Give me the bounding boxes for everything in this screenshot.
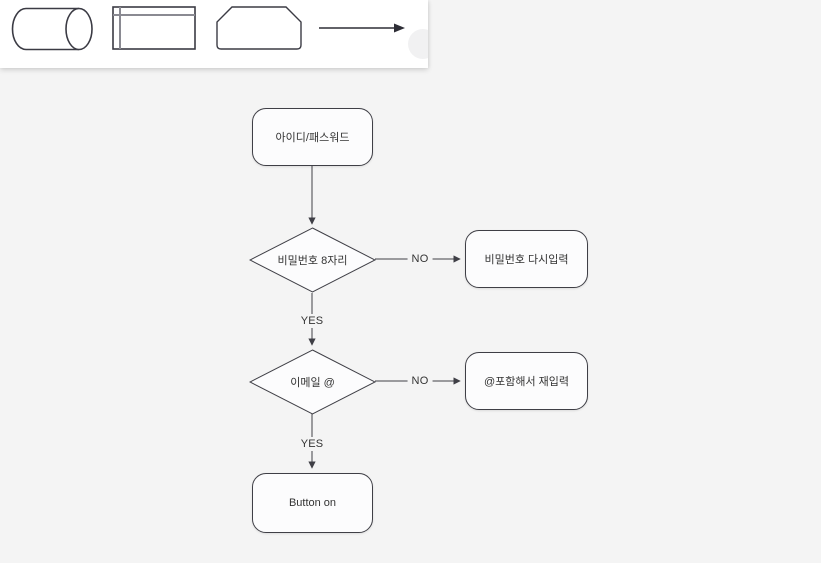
node-label: 비밀번호 다시입력 [484, 254, 569, 266]
node-check-email[interactable]: 이메일 @ [249, 349, 376, 415]
palette-peek-circle [408, 29, 428, 59]
edge-label-yes[interactable]: YES [296, 314, 328, 328]
shape-palette [0, 0, 428, 68]
edge-label-no[interactable]: NO [407, 252, 433, 266]
direct-data-cylinder-icon[interactable] [11, 7, 93, 56]
node-label: Button on [288, 497, 337, 509]
node-label: @포함해서 재입력 [483, 376, 570, 388]
node-button-on[interactable]: Button on [252, 473, 373, 533]
edge-label-yes[interactable]: YES [296, 437, 328, 451]
diamond-shape [249, 227, 376, 293]
node-check-password[interactable]: 비밀번호 8자리 [249, 227, 376, 293]
edge-label-no[interactable]: NO [407, 374, 433, 388]
node-label: 아이디/패스워드 [275, 132, 350, 144]
node-label: 비밀번호 8자리 [277, 255, 348, 267]
node-retry-password[interactable]: 비밀번호 다시입력 [465, 230, 588, 288]
node-id-password[interactable]: 아이디/패스워드 [252, 108, 373, 166]
arrow-connector-icon[interactable] [318, 21, 406, 40]
node-label: 이메일 @ [290, 377, 335, 389]
loop-limit-icon[interactable] [216, 6, 302, 55]
internal-storage-icon[interactable] [112, 6, 196, 55]
node-retry-email[interactable]: @포함해서 재입력 [465, 352, 588, 410]
diamond-shape [249, 349, 376, 415]
